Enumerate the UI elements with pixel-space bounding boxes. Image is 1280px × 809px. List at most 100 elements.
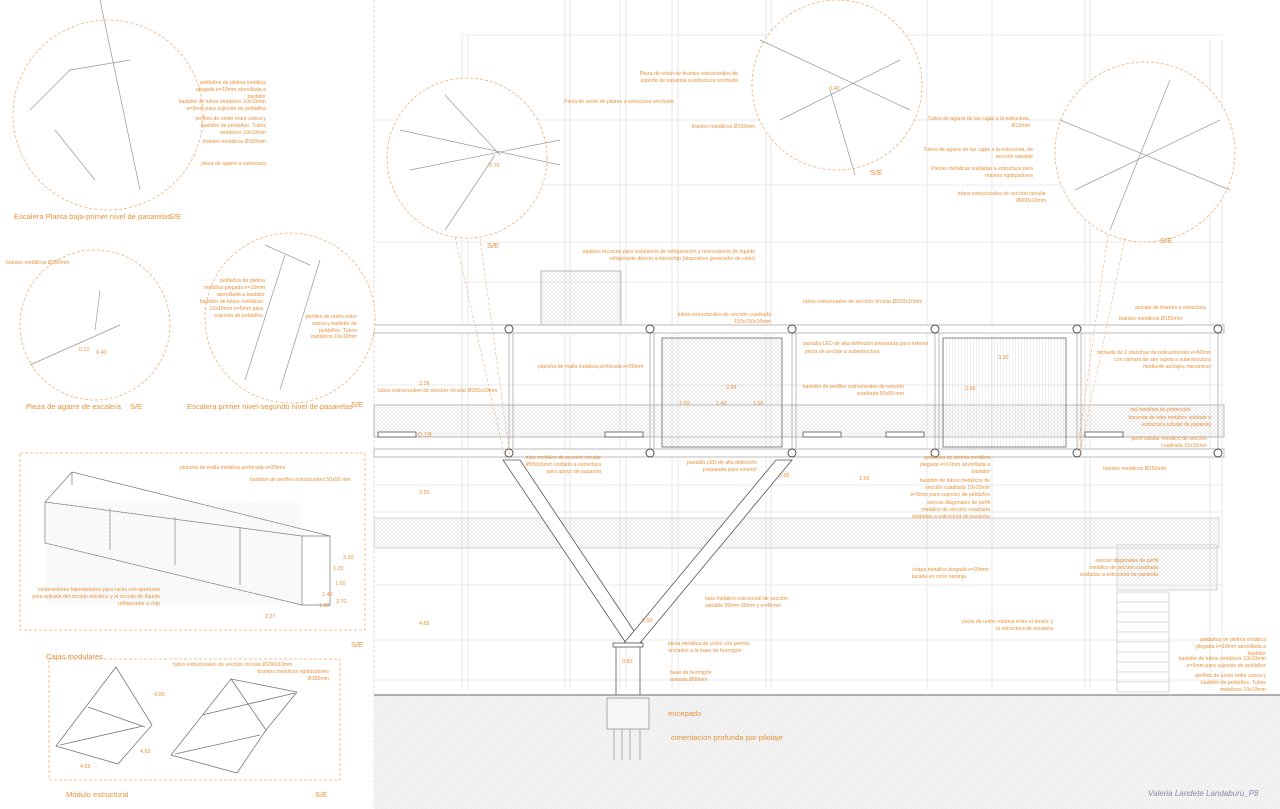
section-label: pantalla LED de alta definición preparad… [686, 460, 757, 473]
module-label: tirantes metálicos rigidizadores Ø150mm [257, 669, 329, 682]
section-dim: 0.50 [642, 618, 653, 624]
detail3-label: Tubos de agarre de las cajas a la estruc… [927, 116, 1030, 129]
module-label: tubos estructurales de sección circular … [173, 662, 293, 668]
section-dim: 2.94 [726, 385, 737, 391]
module-dim: 4.00 [154, 692, 165, 698]
lower-walkway [373, 517, 1220, 549]
cooling-equipment [540, 270, 622, 327]
grip-scale: S/E [130, 402, 143, 411]
section-dim: 1.65 [859, 476, 870, 482]
stair2-label: perfiles de unión entre zanca y bastidor… [305, 314, 357, 341]
encepado-label: encepado [668, 709, 702, 718]
detail1-label: Pieza de unión de pilares a estructura c… [564, 99, 674, 105]
section-label: tubo metálico de sección circular Ø150x5… [525, 455, 601, 475]
section-label: peldaños de pletina metálica plegada e=1… [920, 455, 990, 475]
stair1-label: bastidor de tubos metálicos 10x10mm e=5m… [178, 99, 266, 112]
box-dim: 3.70 [336, 599, 347, 605]
section-label: bastidor de tubos metálicos 10x10mm e=5m… [1178, 656, 1266, 669]
module-dim: 4.65 [140, 749, 151, 755]
boxes-scale: S/E [351, 640, 364, 649]
stair2-scale: S/E [351, 400, 364, 409]
section-dim: 0.80 [622, 659, 633, 665]
detail3-label: Tubos de agarre de las cajas a la estruc… [923, 147, 1033, 160]
grip-label: tirantes metálicos Ø150mm [6, 260, 70, 266]
detail3-label: Piezas metálicas soldadas a estructura p… [931, 166, 1033, 179]
detail3-scale: S/E [1160, 236, 1173, 245]
section-dim: 1.00 [753, 401, 764, 407]
stair1-title: Escalera Planta baja-primer nivel de pas… [14, 212, 172, 221]
section-label: zancas diagonales de perfil metálico de … [1079, 558, 1158, 578]
section-dim: 1.40 [716, 401, 727, 407]
detail-sketch-lines [29, 0, 1231, 391]
foundation-label: cimentacion profunda por pilotaje [671, 733, 783, 742]
left-frames [19, 452, 366, 781]
stair1-label: peldaños de pletina metálica plegada e=1… [196, 80, 266, 100]
section-label: bastidor de perfiles estructurales de se… [802, 384, 904, 397]
boxes-label: contenedores hiperaislados para racks co… [32, 587, 160, 607]
section-label: perfiles de unión entre zanca y bastidor… [1195, 673, 1266, 693]
section-label: chapa metálica plegada e=20mm lacada en … [912, 567, 989, 580]
stair2-label: peldaños de pletina metálica plegada e=1… [204, 278, 265, 298]
section-dim: 3.30 [998, 355, 1009, 361]
section-dim: 4.65 [419, 621, 430, 627]
box-dim: 1.20 [333, 566, 344, 572]
box-dim: 1.40 [322, 592, 333, 598]
section-label: equipos técnicos para instalación de ref… [582, 249, 755, 262]
section-dim: 3.55 [419, 490, 430, 496]
section-label: pieza de anclaje a subestructura [805, 349, 880, 355]
detail2-label: tirantes metálicos Ø150mm [691, 124, 755, 130]
section-label: tirantes metálicos Ø150mm [1119, 316, 1183, 322]
y-column [502, 459, 793, 695]
boxes-label: bastidor de perfiles estructurales 50x50… [250, 477, 351, 483]
section-label: red metálica de protección [1130, 407, 1191, 413]
detail3-label: tubos estructurales de sección circular … [957, 191, 1046, 204]
section-label: pantalla LED de alta definición preparad… [803, 341, 929, 347]
section-dim: 3.28 [419, 381, 430, 387]
section-label: base de hormigón armado Ø80mm [670, 670, 712, 683]
foundation [606, 697, 650, 760]
structural-tube-nodes [504, 324, 1223, 458]
section-label: fachada de 2 planchas de policarbonato e… [1097, 350, 1211, 370]
stair1-scale: S/E [169, 212, 182, 221]
section-label: zancas diagonales de perfil metálico de … [911, 500, 990, 520]
section-label: tirantes metálicos Ø150mm [1103, 466, 1167, 472]
stair2-title: Escalera primer nivel-segundo nivel de p… [187, 402, 353, 411]
section-label: pieza metálica de unión con pernos ancla… [668, 641, 750, 654]
structural-modules [55, 666, 298, 774]
section-label: tubos estructurales de sección cuadrada … [677, 312, 771, 325]
grip-dim: 0.40 [96, 350, 107, 356]
boxes-label: plancha de malla metálica perforada e=20… [180, 465, 286, 471]
module-title: Módulo estructural [66, 790, 129, 799]
section-dim: 1.00 [679, 401, 690, 407]
section-label: tubos estructurales de sección circular … [378, 388, 498, 394]
stair1-label: pieza de agarre a estructura [201, 161, 266, 167]
box-dim: 1.00 [319, 603, 330, 609]
section-dim: 2.96 [965, 386, 976, 392]
section-dim: 0.95 [779, 473, 790, 479]
stair2-label: bastidor de tubos metálicos 10x10mm e=5m… [199, 299, 263, 319]
section-label: baranda de tubo metálico soldado a estru… [1128, 415, 1211, 428]
ground [374, 695, 1280, 809]
stair1-label: tirantes metálicos Ø150mm [202, 139, 266, 145]
section-label: plancha de malla metálica perforada e=20… [538, 364, 644, 370]
box-dim: 3.30 [343, 555, 354, 561]
author-signature: Valeria Landete Landaburu_P8 [1148, 789, 1259, 798]
section-label: tubo metálico estructural de sección var… [705, 596, 788, 609]
detail1-scale: S/E [487, 241, 500, 250]
section-label: bastidor de tubos metálicos de sección c… [910, 478, 990, 498]
boxes-title: Cajas modulares [46, 652, 103, 661]
section-label: tubos estructurales de sección circular … [803, 299, 923, 305]
detail-circles [12, 0, 1236, 404]
module-scale: S/E [315, 790, 328, 799]
grip-dim: 0.12 [79, 347, 90, 353]
detail2-dim: 0.40 [829, 86, 840, 92]
section-dim: 0.19 [418, 432, 432, 439]
section-label: perfil tubular metálico de sección cuadr… [1131, 436, 1207, 449]
detail1-dim: 0.70 [489, 163, 500, 169]
stair1-label: perfiles de unión entre zanca y bastidor… [195, 116, 266, 136]
walkway-structure [373, 324, 1225, 458]
section-label: pieza de unión rotativa entre el tensor … [962, 619, 1053, 632]
detail2-label: Pieza de unión de tirantes estructurales… [639, 71, 738, 84]
